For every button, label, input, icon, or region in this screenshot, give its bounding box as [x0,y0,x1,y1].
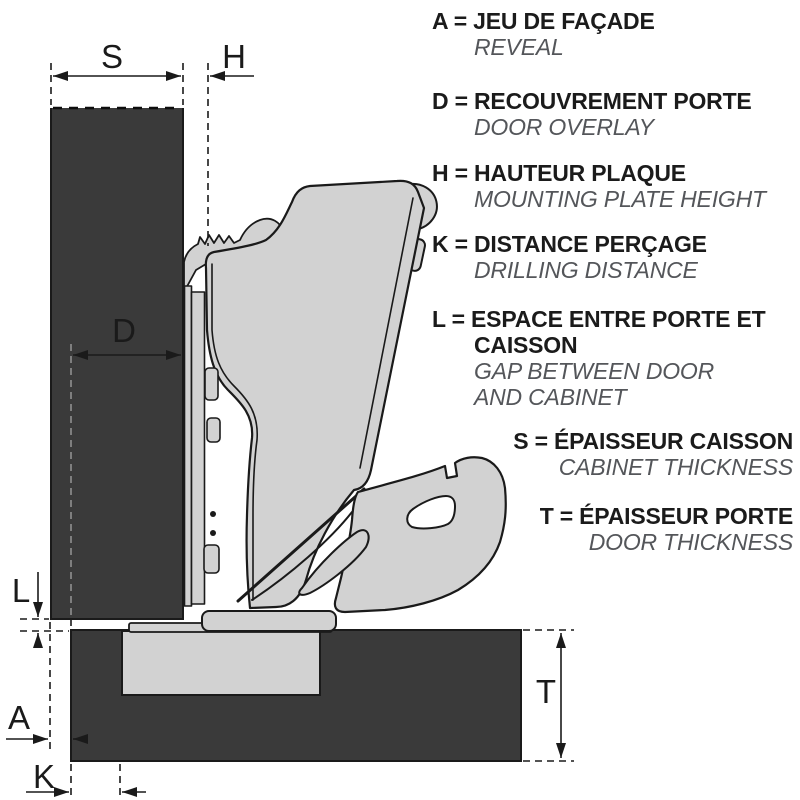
legend-entry-l: L = ESPACE ENTRE PORTE ET CAISSON GAP BE… [432,306,792,410]
legend-term-l: L = ESPACE ENTRE PORTE ET CAISSON [432,306,766,358]
legend-term-d: D = RECOUVREMENT PORTE [432,88,752,114]
dim-label-s: S [100,38,124,75]
dim-label-t: T [535,673,557,710]
extension-lines [20,63,574,799]
legend-term-a: A = JEU DE FAÇADE [432,8,655,34]
cup-flange [201,610,337,632]
hinge-arm [204,179,426,610]
legend-entry-a: A = JEU DE FAÇADE REVEAL [432,8,800,60]
dim-label-a: A [7,699,31,736]
legend-term-s: S = ÉPAISSEUR CAISSON [513,428,793,454]
dim-label-d: D [112,312,136,349]
dimension-lines [6,71,566,797]
legend-term-t: T = ÉPAISSEUR PORTE [539,503,794,529]
dim-label-h: H [222,38,246,75]
door-panel [70,629,522,762]
legend-entry-d: D = RECOUVREMENT PORTE DOOR OVERLAY [432,88,800,140]
dim-label-k: K [32,758,56,795]
legend-term-k: K = DISTANCE PERÇAGE [432,231,707,257]
legend-entry-t: T = ÉPAISSEUR PORTE DOOR THICKNESS [421,503,794,555]
legend-entry-h: H = HAUTEUR PLAQUE MOUNTING PLATE HEIGHT [432,160,800,212]
hinge-cup-bore [121,630,321,696]
legend-translation-d: DOOR OVERLAY [474,114,654,140]
legend-translation-l: GAP BETWEEN DOOR AND CABINET [474,358,715,410]
dim-label-l: L [11,572,31,609]
legend-translation-k: DRILLING DISTANCE [474,257,698,283]
legend-entry-k: K = DISTANCE PERÇAGE DRILLING DISTANCE [432,231,800,283]
legend-term-h: H = HAUTEUR PLAQUE [432,160,686,186]
legend-translation-h: MOUNTING PLATE HEIGHT [474,186,766,212]
legend-translation-s: CABINET THICKNESS [558,454,794,480]
legend-translation-a: REVEAL [474,34,564,60]
legend-translation-t: DOOR THICKNESS [588,529,793,555]
cabinet-side-panel [50,106,184,620]
hinge-linkage [236,487,366,603]
wing-cutout [406,495,456,530]
legend-entry-s: S = ÉPAISSEUR CAISSON CABINET THICKNESS [421,428,793,480]
mounting-plate [183,285,193,607]
